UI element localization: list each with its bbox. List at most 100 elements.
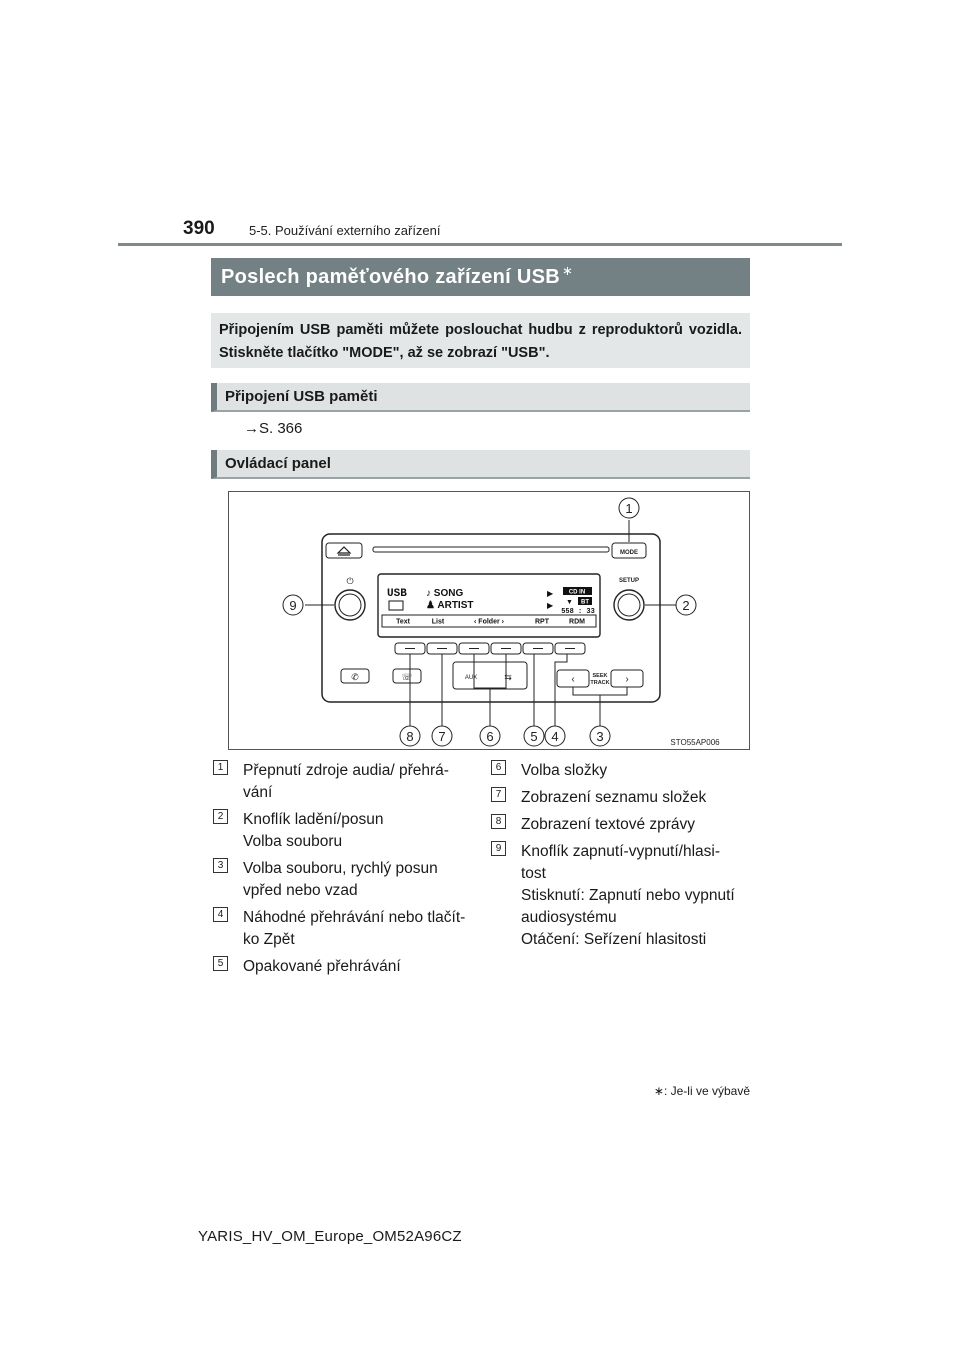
legend-text: vání <box>243 784 273 801</box>
subheading-panel: Ovládací panel <box>211 450 750 479</box>
callout-1-label: 1 <box>625 501 632 516</box>
callout-8-label: 8 <box>406 729 413 744</box>
legend-number: 1 <box>213 760 228 775</box>
control-panel-illustration: MODE ⏻ SETUP USB ♪ SONG ♟ ARTIST ▶ ▶ CD … <box>282 497 720 747</box>
callout-2-label: 2 <box>682 598 689 613</box>
display-song-arrow: ▶ <box>547 589 554 598</box>
legend-number: 3 <box>213 858 228 873</box>
seek-forward-icon: › <box>625 674 628 685</box>
tune-scroll-knob-inner <box>617 593 641 617</box>
legend-number: 9 <box>491 841 506 856</box>
page-title: Poslech paměťového zařízení USB∗ <box>211 258 750 296</box>
signal-icon: ▼ <box>566 599 573 606</box>
softkey-rdm: RDM <box>569 619 585 626</box>
legend-text: Stisknutí: Zapnutí nebo vypnutí <box>521 887 735 904</box>
hangup-icon: ☏ <box>401 672 412 682</box>
display-status-bt-text: BT <box>581 600 589 606</box>
callout-2 <box>675 594 697 616</box>
footer-document-id: YARIS_HV_OM_Europe_OM52A96CZ <box>198 1228 462 1245</box>
softkey-rpt: RPT <box>535 619 550 626</box>
control-panel-figure: MODE ⏻ SETUP USB ♪ SONG ♟ ARTIST ▶ ▶ CD … <box>228 491 750 750</box>
legend-text: Volba souboru <box>243 833 343 850</box>
legend-item: 6 Volba složky <box>491 760 756 782</box>
leader-lines <box>305 520 676 727</box>
eject-button <box>325 542 363 559</box>
aux-label: AUX <box>465 675 477 681</box>
section-path: 5-5. Používání externího zařízení <box>249 223 441 238</box>
figure-code: STO55AP006 <box>670 738 720 747</box>
legend-item: 1 Přepnutí zdroje audia/ přehrá-vání <box>213 760 483 804</box>
usb-icon: ⇆ <box>504 672 512 682</box>
display-artist: ♟ ARTIST <box>426 600 473 611</box>
page-reference: →S. 366 <box>244 420 303 437</box>
power-icon: ⏻ <box>346 576 353 586</box>
subheading-connect: Připojení USB paměti <box>211 383 750 412</box>
callout-4-label: 4 <box>551 729 558 744</box>
legend-text: Zobrazení textové zprávy <box>521 816 696 833</box>
page-number: 390 <box>183 218 215 239</box>
display-artist-arrow: ▶ <box>547 601 554 610</box>
callout-3 <box>589 725 611 747</box>
mode-button <box>611 542 647 559</box>
legend-text: Náhodné přehrávání nebo tlačít- <box>243 909 466 926</box>
display-song: ♪ SONG <box>426 588 463 599</box>
display-status-cd-text: CD IN <box>569 590 585 596</box>
display-time: 558 : 33 <box>561 608 595 616</box>
callout-5-label: 5 <box>530 729 537 744</box>
callout-3-label: 3 <box>596 729 603 744</box>
callout-8 <box>399 725 421 747</box>
page-title-text: Poslech paměťového zařízení USB <box>221 266 560 288</box>
legend-text: audiosystému <box>521 909 617 926</box>
softkey-list: List <box>432 619 445 626</box>
legend-text: Otáčení: Seřízení hlasitosti <box>521 931 707 948</box>
callout-7 <box>431 725 453 747</box>
callout-9-label: 9 <box>289 598 296 613</box>
legend-left: 1 Přepnutí zdroje audia/ přehrá-vání 2 Knof… <box>213 760 483 983</box>
display-status-cd <box>563 587 592 595</box>
legend-text: tost <box>521 865 546 882</box>
eject-icon <box>336 546 352 556</box>
title-asterisk: ∗ <box>561 263 574 278</box>
legend-text: Přepnutí zdroje audia/ přehrá- <box>243 762 449 779</box>
legend-number: 2 <box>213 809 228 824</box>
legend-text: Volba souboru, rychlý posun <box>243 860 438 877</box>
display-status-bt <box>578 597 592 605</box>
legend-text: Knoflík ladění/posun <box>243 811 384 828</box>
footnote: ∗: Je-li ve výbavě <box>653 1084 750 1098</box>
softkey-bar <box>381 614 597 628</box>
legend-text: Zobrazení seznamu složek <box>521 789 707 806</box>
callout-6 <box>479 725 501 747</box>
legend-item: 8 Zobrazení textové zprávy <box>491 814 756 836</box>
legend-text: vpřed nebo vzad <box>243 882 358 899</box>
legend-number: 7 <box>491 787 506 802</box>
legend-text: Opakované přehrávání <box>243 958 401 975</box>
seek-label: SEEK <box>593 673 608 679</box>
legend-number: 8 <box>491 814 506 829</box>
hangup-button <box>392 668 422 684</box>
callout-6-label: 6 <box>486 729 493 744</box>
softkey-text: Text <box>396 619 411 626</box>
mode-button-label: MODE <box>620 550 638 556</box>
header-rule <box>118 243 842 246</box>
legend-number: 5 <box>213 956 228 971</box>
legend-item: 5 Opakované přehrávání <box>213 956 483 978</box>
folder-icon <box>388 600 404 611</box>
softkey-folder: ‹ Folder › <box>474 619 505 626</box>
track-label: TRACK <box>590 680 609 686</box>
callout-1 <box>618 497 640 519</box>
callout-7-label: 7 <box>438 729 445 744</box>
callout-4 <box>544 725 566 747</box>
legend-text: Volba složky <box>521 762 608 779</box>
power-volume-knob-inner <box>338 593 362 617</box>
seek-back-icon: ‹ <box>571 674 574 685</box>
callout-9 <box>282 594 304 616</box>
display-source: USB <box>387 588 407 600</box>
phone-button <box>340 668 370 684</box>
legend-text: ko Zpět <box>243 931 295 948</box>
legend-number: 6 <box>491 760 506 775</box>
legend-item: 7 Zobrazení seznamu složek <box>491 787 756 809</box>
